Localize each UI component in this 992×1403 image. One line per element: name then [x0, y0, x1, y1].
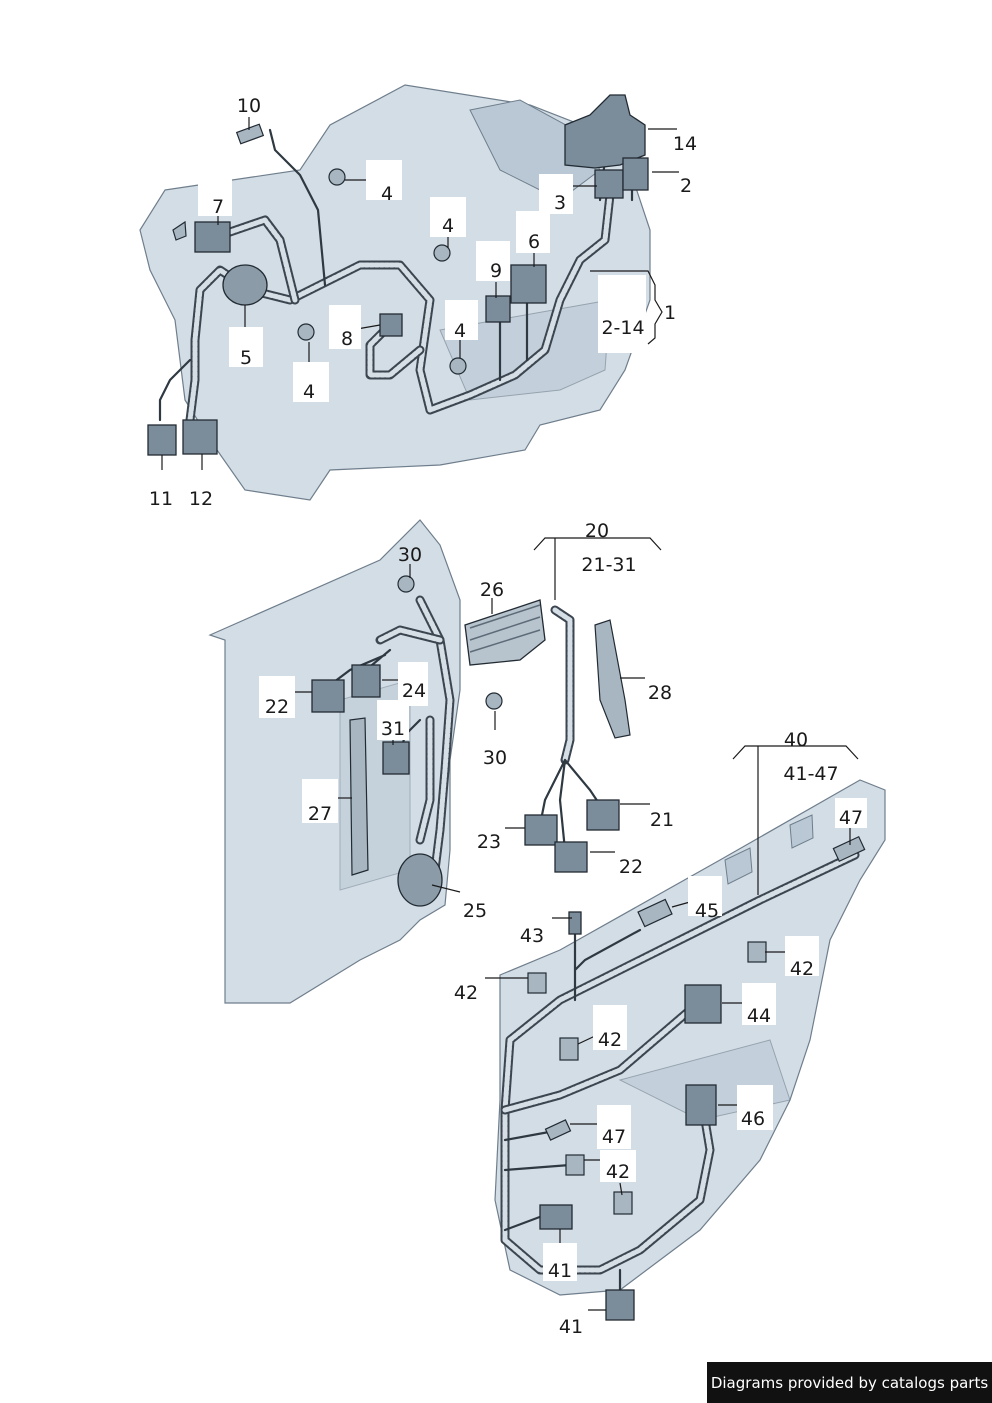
callout-41b: 41: [559, 1316, 583, 1338]
callout-2: 2: [680, 175, 692, 197]
callout-10: 10: [237, 95, 261, 117]
callout-41-47: 41-47: [783, 763, 838, 785]
door-panel-middle: [208, 519, 461, 1004]
connectors-rear: [527, 835, 866, 1321]
callout-41a: 41: [548, 1260, 572, 1282]
callout-23: 23: [477, 831, 501, 853]
connectors-top: [147, 94, 649, 456]
callout-42c: 42: [598, 1029, 622, 1051]
callout-27: 27: [308, 803, 332, 825]
callout-11: 11: [149, 488, 173, 510]
callout-42d: 42: [606, 1161, 630, 1183]
callout-30b: 30: [483, 747, 507, 769]
callout-4d: 4: [303, 381, 315, 403]
callout-labels: 10 4 14 2 7 3 4 6 9 1 2-14 8 4 5 4 11 12…: [149, 93, 867, 1338]
callout-22a: 22: [265, 696, 289, 718]
credit-badge: Diagrams provided by catalogs parts: [707, 1362, 992, 1403]
callout-26: 26: [480, 579, 504, 601]
harness-rear: [500, 850, 860, 1302]
callout-5: 5: [240, 347, 252, 369]
callout-12: 12: [189, 488, 213, 510]
callout-7: 7: [212, 196, 224, 218]
callout-47a: 47: [839, 807, 863, 829]
callout-28: 28: [648, 682, 672, 704]
callout-40: 40: [784, 729, 808, 751]
callout-25: 25: [463, 900, 487, 922]
callout-21: 21: [650, 809, 674, 831]
callout-31: 31: [381, 718, 405, 740]
callout-14: 14: [673, 133, 697, 155]
callout-6: 6: [528, 231, 540, 253]
credit-text: Diagrams provided by catalogs parts: [710, 1373, 989, 1392]
callout-45: 45: [695, 900, 719, 922]
connectors-middle: [311, 575, 631, 907]
callout-43: 43: [520, 925, 544, 947]
callout-42a: 42: [790, 958, 814, 980]
callout-3: 3: [554, 192, 566, 214]
callout-46: 46: [741, 1108, 765, 1130]
callout-20: 20: [585, 520, 609, 542]
callout-4c: 4: [454, 320, 466, 342]
leader-lines: [161, 116, 859, 1311]
callout-24: 24: [402, 680, 426, 702]
door-panel-top: [139, 84, 651, 501]
callout-30a: 30: [398, 544, 422, 566]
callout-4a: 4: [381, 183, 393, 205]
callout-44: 44: [747, 1005, 771, 1027]
callout-9: 9: [490, 260, 502, 282]
callout-1: 1: [664, 302, 676, 324]
callout-2-14: 2-14: [601, 317, 644, 339]
callout-8: 8: [341, 328, 353, 350]
callout-4b: 4: [442, 215, 454, 237]
callout-42b: 42: [454, 982, 478, 1004]
callout-21-31: 21-31: [581, 554, 636, 576]
callout-47b: 47: [602, 1126, 626, 1148]
harness-top: [158, 128, 634, 425]
callout-22b: 22: [619, 856, 643, 878]
